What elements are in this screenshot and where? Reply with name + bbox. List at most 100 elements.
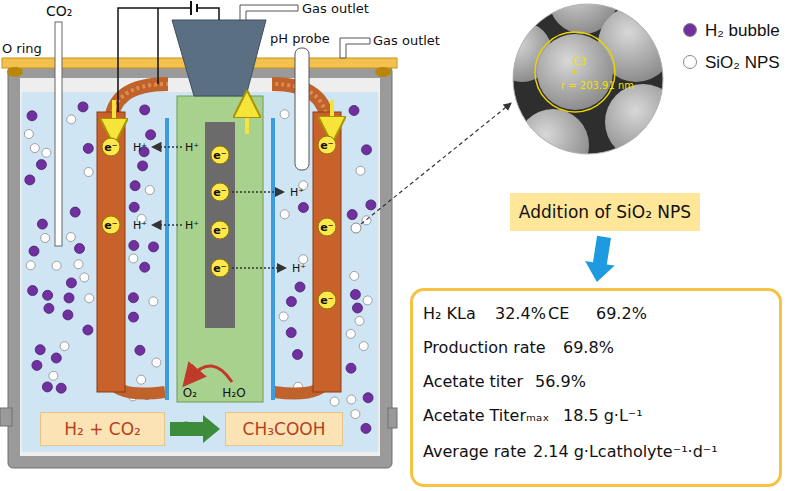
sio2-particle [359,342,368,351]
anode-rod [205,122,235,328]
h2-bubble [293,350,303,360]
proton-paths [154,147,284,268]
h2-bubble [347,210,357,220]
sio2-particle [66,233,75,242]
h2-bubble [36,160,46,170]
h2-bubble [286,328,296,338]
sio2-particle [280,210,289,219]
node-text: Production rate [423,339,546,357]
sio2-particle [42,148,51,157]
node-text: 2.14 g·Lcatholyte⁻¹·d⁻¹ [533,443,718,461]
h2-bubble [56,383,66,393]
sem-border [513,4,663,154]
membrane [165,118,169,400]
node-text: Acetate titer [423,373,523,391]
node-text: C3 [573,56,586,67]
vessel-inner [20,78,380,456]
gas-outlet-pipe [340,38,370,58]
o-ring [375,67,391,77]
measure-circle [535,32,615,112]
sio2-particle [52,261,61,270]
current-arrow [245,104,249,134]
sio2-particle [279,312,288,321]
h2-bubble [353,303,363,313]
sio2-particle [149,297,158,306]
sem-micrograph: C3r = 203.91 nm [513,4,663,154]
electron-symbol: e⁻ [104,220,117,231]
electron-marks [102,136,336,309]
node-text: CE [548,305,569,323]
ion-symbol: H⁺ [185,142,199,153]
sem-image [492,0,681,181]
sio2-particle [60,342,69,351]
electron-symbol: e⁻ [213,225,226,236]
sio2-particle [355,316,364,325]
h2-bubble [32,360,42,370]
electron-symbol: e⁻ [104,142,117,153]
h2-bubble [43,290,53,300]
ion-symbol: O₂ [183,387,197,399]
node-text: 69.8% [563,339,614,357]
sio2-particle [330,397,339,406]
vessel-wall [8,66,392,468]
sio2-particle [41,234,50,243]
h2-bubble [27,111,37,121]
oxidation-arrow [190,366,232,382]
h2-bubble [83,143,93,153]
sio2-particle [356,166,365,175]
node-text: Average rate [423,443,526,461]
h2-bubble [70,207,80,217]
sio2-particle [74,260,83,269]
o-ring [7,67,23,77]
electron-circle [211,259,229,277]
sio2-particle [67,115,76,124]
h2-bubble [350,290,360,300]
legend-text: SiO₂ NPS [705,54,780,71]
sio2-particle [30,144,39,153]
sio2-particle [80,273,89,282]
h2-bubble [135,345,145,355]
node-text: Addition of SiO₂ NPS [519,203,691,222]
h2-bubble [129,241,139,251]
wire [157,8,159,84]
electron-symbol: e⁻ [213,150,226,161]
electron-circle [102,216,120,234]
electron-circle [102,138,120,156]
node-text: H₂ KLa [423,305,476,323]
flow-arrow [585,236,615,282]
electron-circle [318,218,336,236]
sio2-particle [351,223,361,233]
h2-bubble [83,325,93,335]
sio2-particle [49,371,58,380]
h2-bubble [129,202,139,212]
sio2-particle [362,216,371,225]
h2-bubble [37,219,47,229]
current-arrow [330,100,334,130]
cathode-bar [313,112,341,392]
h2-bubble [51,353,61,363]
legend-swatch [683,23,697,37]
h2-bubble [29,246,39,256]
sio2-particle [85,294,94,303]
node-text: 32.4% [495,305,546,323]
legend-swatch [683,55,697,69]
h2-bubble [35,345,45,355]
h2-bubble [129,312,139,322]
part-label: Gas outlet [373,34,440,47]
proton-arrow [232,191,282,193]
ion-symbol: H⁺ [290,187,304,198]
h2-bubble [130,181,140,191]
electron-circle [318,291,336,309]
electron-circle [211,221,229,239]
side-port [388,408,397,428]
legend-text: H₂ bubble [705,22,780,39]
h2-bubble [146,130,156,140]
electron-circle [318,136,336,154]
electron-symbol: e⁻ [213,263,226,274]
proton-arrow [154,146,182,148]
sio2-particle [346,329,355,338]
proton-arrow [154,224,182,226]
h2-bubble [286,297,296,307]
text-stack: H₂ + CO₂ [64,420,141,439]
sio2-particle [26,261,35,270]
